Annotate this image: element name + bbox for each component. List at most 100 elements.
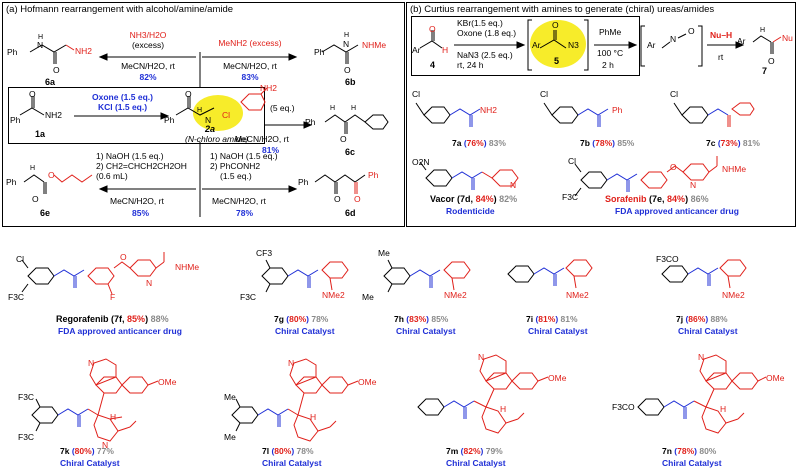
atom-f3c: F3C <box>18 392 35 402</box>
reagent-6b-1: MeNH2 (excess) <box>218 38 282 48</box>
atom-cl: Cl <box>568 156 577 166</box>
atom-ph: Ph <box>305 117 316 127</box>
atom-nme2: NMe2 <box>566 290 589 300</box>
atom-h: H <box>442 45 449 55</box>
structure-4 <box>419 30 443 49</box>
bracket-5 <box>527 19 589 71</box>
structure-6b <box>321 44 359 64</box>
yield-6b: 83% <box>241 72 259 82</box>
step2-solvent: PhMe <box>599 27 622 37</box>
panel-a <box>2 2 405 227</box>
note-7d: Rodenticide <box>446 206 495 216</box>
atom-h: H <box>351 105 357 112</box>
atom-me: Me <box>362 292 374 302</box>
atom-h: H <box>330 105 336 112</box>
atom-me: Me <box>378 248 390 258</box>
atom-ar: Ar <box>737 36 746 46</box>
atom-ome: OMe <box>548 373 567 383</box>
reagent-6c-1: (5 eq.) <box>270 103 295 113</box>
structure-1a <box>19 96 45 116</box>
atom-nhme: NHMe <box>175 262 200 272</box>
box-1a-2a <box>8 87 265 144</box>
yield-6d: 78% <box>236 208 254 218</box>
atom-f3co: F3CO <box>656 254 679 264</box>
box-curtius <box>411 16 640 76</box>
reagent-6a-1: NH3/H2O <box>129 30 167 40</box>
label-2a: 2a <box>205 124 216 134</box>
atom-o: O <box>48 170 55 180</box>
atom-ph: Ph <box>298 177 309 187</box>
reagent-6d-2: 2) PhCONH2 <box>210 161 261 171</box>
atom-o: O <box>768 56 775 66</box>
arrow-to-6b <box>202 53 298 61</box>
atom-ome: OMe <box>358 377 377 387</box>
bracket-isocyanate <box>640 25 703 67</box>
yield-7l: 7l (80%) 78% <box>262 446 314 456</box>
arrow-5-iso <box>594 41 638 49</box>
reagent-6b-2: MeCN/H2O, rt <box>223 61 277 71</box>
yield-7i: 7i (81%) 81% <box>526 314 578 324</box>
atom-h: H <box>310 412 317 422</box>
atom-n: N <box>146 278 153 288</box>
atom-o: O <box>29 89 36 99</box>
reagent-oxone-b: Oxone (1.8 eq.) <box>457 28 517 38</box>
atom-nhme: NHMe <box>362 40 387 50</box>
atom-ph: Ph <box>314 47 325 57</box>
step3-rt: rt <box>718 52 724 62</box>
structure-7f <box>21 252 165 295</box>
yield-6c: 81% <box>262 145 280 155</box>
atom-h: H <box>500 404 507 414</box>
atom-cf3: CF3 <box>256 248 273 258</box>
atom-nme2: NMe2 <box>322 290 345 300</box>
reagent-6e-2: 2) CH2=CHCH2CH2OH <box>96 161 187 171</box>
atom-h: H <box>38 34 44 41</box>
step2-temp: 100 °C <box>597 48 624 58</box>
atom-ar: Ar <box>647 40 656 50</box>
label-7: 7 <box>762 66 768 76</box>
yield-6a: 82% <box>139 72 157 82</box>
atom-n: N <box>288 358 295 368</box>
reagent-6a-3: MeCN/H2O, rt <box>121 61 175 71</box>
reagent-6d-1: 1) NaOH (1.5 eq.) <box>210 151 278 161</box>
atom-ph: Ph <box>164 115 175 125</box>
atom-f3co: F3CO <box>612 402 635 412</box>
atom-n: N <box>510 180 517 190</box>
atom-cl: Cl <box>222 110 231 120</box>
atom-n: N <box>37 40 44 50</box>
note-7h: Chiral Catalyst <box>396 326 456 336</box>
note-7f: FDA approved anticancer drug <box>58 326 182 336</box>
structure-6d <box>314 174 366 194</box>
atom-nu: Nu <box>782 33 793 43</box>
atom-n: N <box>205 115 212 125</box>
structure-7e <box>574 156 718 197</box>
label-4: 4 <box>430 60 436 70</box>
structure-6e <box>23 174 93 194</box>
atom-n: N <box>478 352 485 362</box>
atom-ome: OMe <box>766 373 785 383</box>
atom-o: O <box>185 89 192 99</box>
atom-nh2: NH2 <box>75 46 93 56</box>
atom-ph: Ph <box>7 47 18 57</box>
arrow-4-5 <box>454 41 526 49</box>
atom-nhme: NHMe <box>722 164 747 174</box>
atom-nme2: NMe2 <box>722 290 745 300</box>
atom-nh2: NH2 <box>260 83 278 93</box>
atom-h: H <box>344 32 350 39</box>
atom-ph: Ph <box>612 105 623 115</box>
atom-f3c: F3C <box>18 432 35 442</box>
step3-nu: Nu–H <box>710 30 733 40</box>
reagent-6a-2: (excess) <box>131 40 165 50</box>
reagent-kcl: KCl (1.5 eq.) <box>97 102 148 112</box>
structure-7g <box>261 259 349 293</box>
arrow-to-6a <box>98 53 196 61</box>
highlight-2a <box>193 95 243 131</box>
branch-line <box>199 52 201 217</box>
structure-7d <box>419 161 519 190</box>
yield-7c: 7c (73%) 81% <box>706 138 760 148</box>
yield-7j: 7j (86%) 88% <box>676 314 728 324</box>
atom-cl: Cl <box>540 89 549 99</box>
atom-h: H <box>30 165 36 172</box>
structure-7c <box>673 102 755 127</box>
panel-b-title: (b) Curtius rearrangement with amines to… <box>410 4 715 15</box>
panel-a-title: (a) Hofmann rearrangement with alcohol/a… <box>6 4 234 15</box>
